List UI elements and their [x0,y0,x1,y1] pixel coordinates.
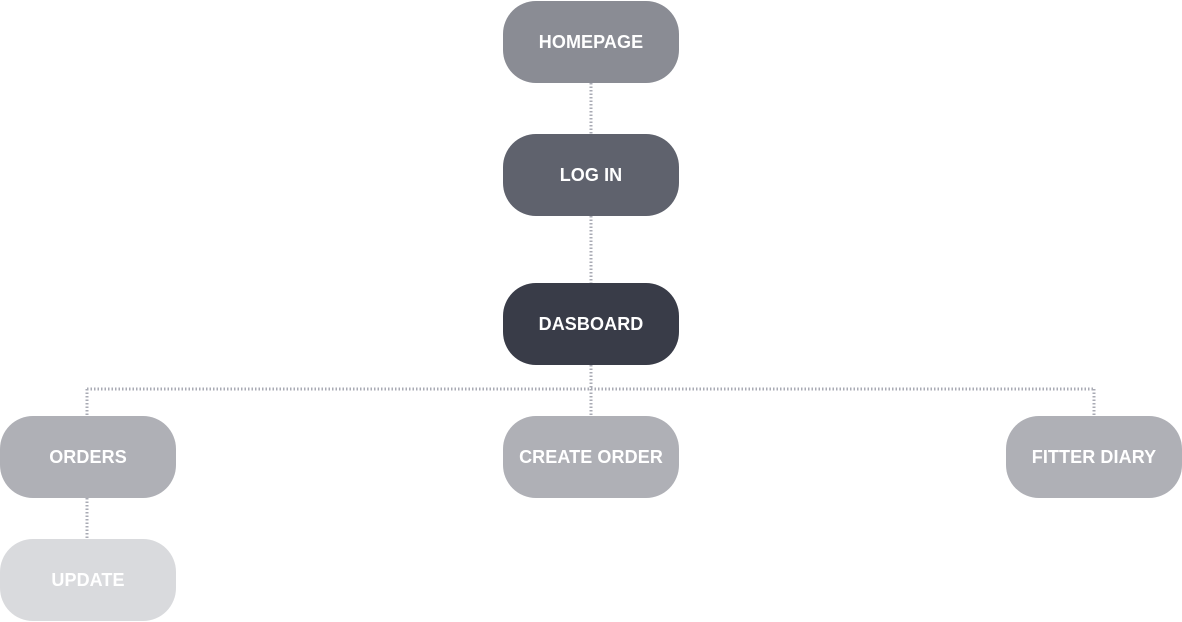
node-update-label: UPDATE [51,569,125,590]
node-dashboard[interactable]: DASBOARD [503,283,679,365]
node-dashboard-label: DASBOARD [538,313,644,334]
node-homepage-label: HOMEPAGE [538,31,644,52]
node-log-in[interactable]: LOG IN [503,134,679,216]
node-homepage[interactable]: HOMEPAGE [503,1,679,83]
node-log-in-label: LOG IN [559,164,623,185]
node-orders-label: ORDERS [49,446,127,467]
node-create-order-label: CREATE ORDER [519,446,663,467]
node-fitter-diary[interactable]: FITTER DIARY [1006,416,1182,498]
node-fitter-diary-label: FITTER DIARY [1031,446,1157,467]
node-create-order[interactable]: CREATE ORDER [503,416,679,498]
node-update[interactable]: UPDATE [0,539,176,621]
node-orders[interactable]: ORDERS [0,416,176,498]
